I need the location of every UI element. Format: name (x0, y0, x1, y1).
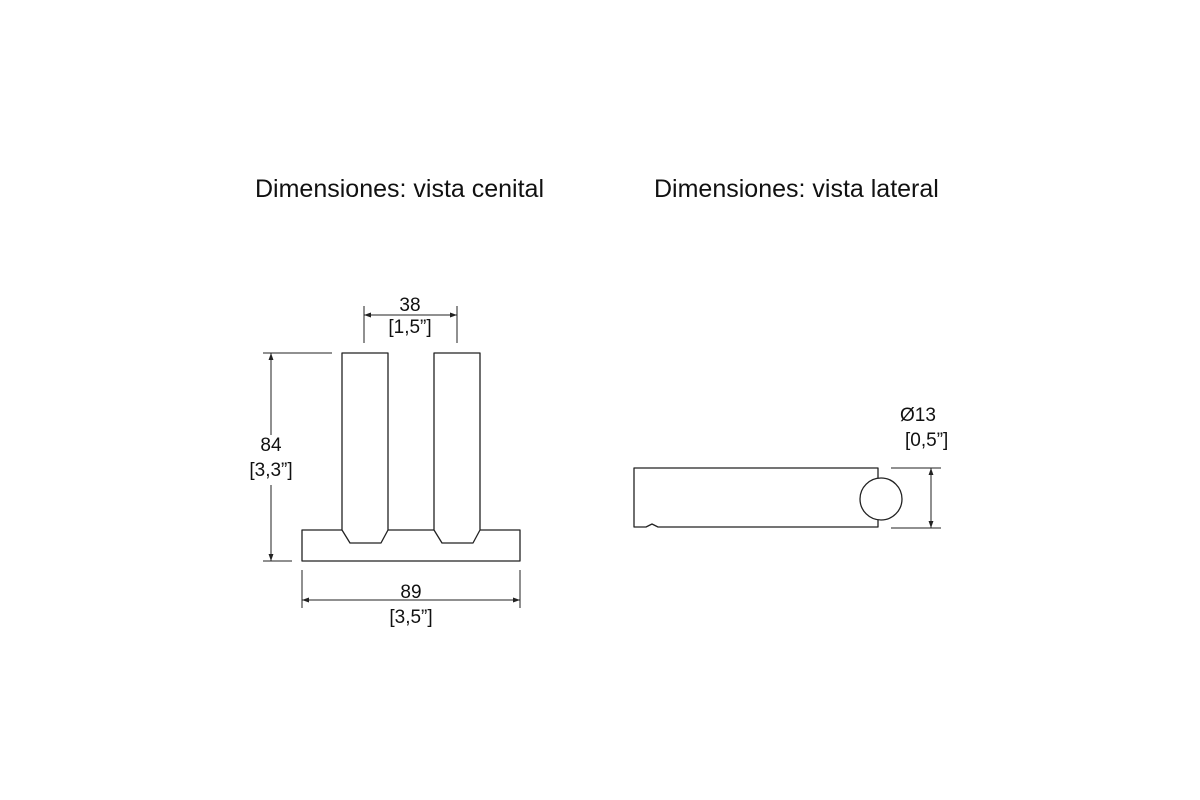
side-body (633, 467, 879, 528)
side-view-drawing: Ø13 [0,5”] (633, 405, 948, 529)
gap-dimension: 38 [1,5”] (363, 295, 458, 343)
right-post (433, 352, 481, 544)
top-view-drawing: 38 [1,5”] 84 [3,3”] 89 [3,5”] (249, 295, 521, 628)
diameter-inch: [0,5”] (905, 430, 948, 451)
gap-dimension-inch: [1,5”] (388, 317, 431, 338)
base-width-mm: 89 (400, 582, 421, 603)
side-rod-circle (859, 477, 903, 521)
diameter-dimension: Ø13 [0,5”] (891, 405, 948, 529)
base-width-dimension: 89 [3,5”] (301, 570, 521, 628)
height-dimension-inch: [3,3”] (249, 460, 292, 481)
base-width-inch: [3,5”] (389, 607, 432, 628)
diameter-mm: Ø13 (900, 405, 936, 426)
height-dimension-mm: 84 (260, 435, 282, 456)
base-plate (301, 529, 521, 562)
side-view-title: Dimensiones: vista lateral (654, 175, 939, 203)
height-dimension: 84 [3,3”] (249, 352, 332, 562)
left-post (341, 352, 389, 544)
top-view-title: Dimensiones: vista cenital (255, 175, 544, 203)
gap-dimension-mm: 38 (399, 295, 420, 316)
